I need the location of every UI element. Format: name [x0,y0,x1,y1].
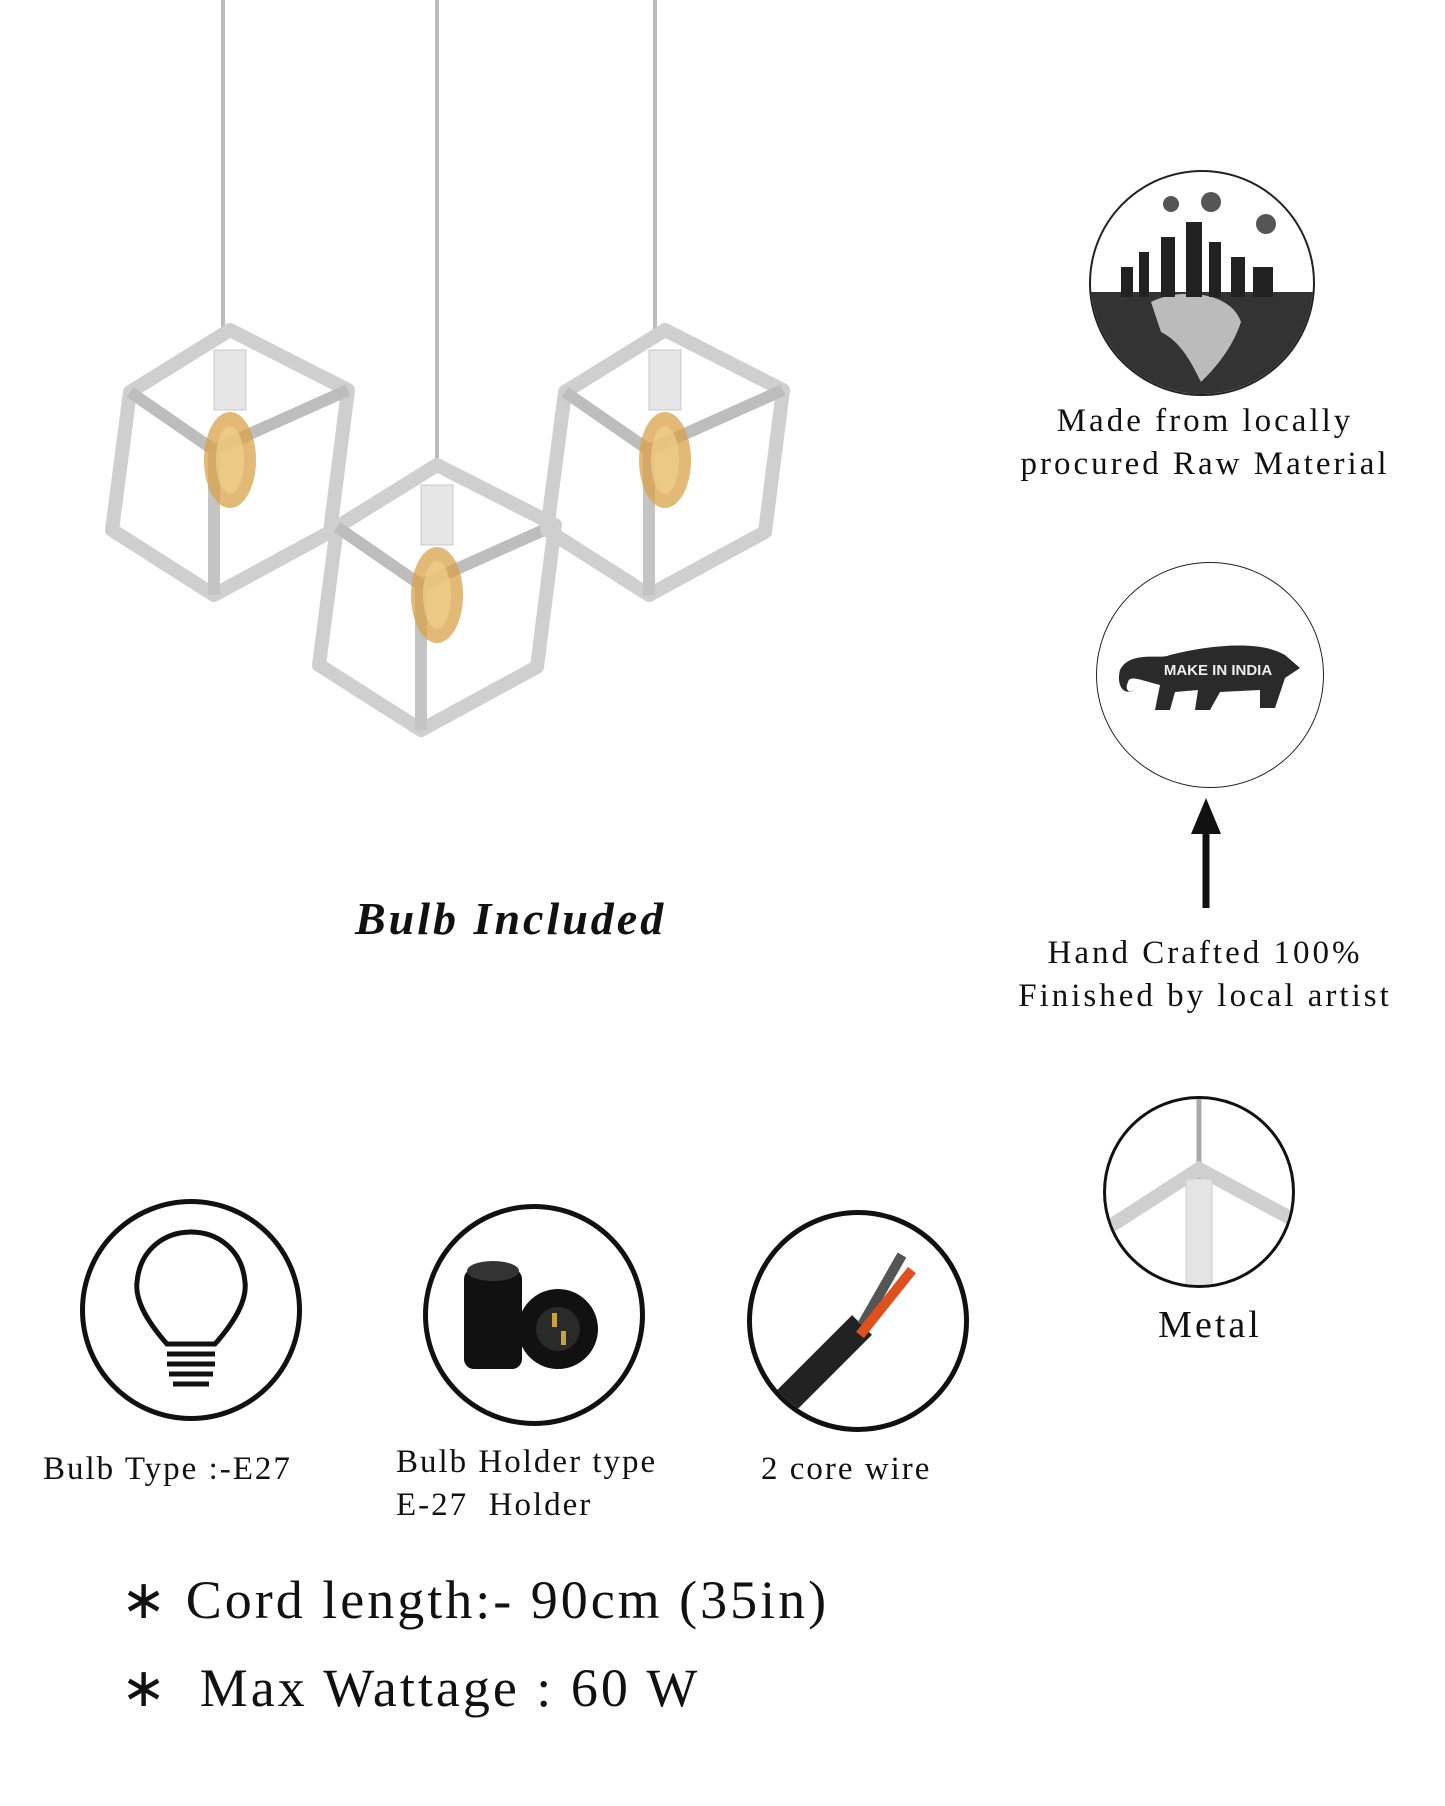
bulb-holder-icon [423,1204,645,1426]
bulb-holder-line-1: Bulb Holder type [396,1444,658,1480]
bulb-type-label: Bulb Type :-E27 [43,1451,292,1487]
cord-length-text: Cord length:- 90cm (35in) [185,1570,830,1630]
hand-crafted-line-2: Finished by local artist [1018,978,1392,1014]
lamp-right [547,330,783,595]
bulb-included-label: Bulb Included [355,893,667,944]
two-core-wire-icon [747,1210,969,1432]
cord-length-spec: ∗ Cord length:- 90cm (35in) [121,1568,829,1631]
bullet-icon: ∗ [121,1658,170,1718]
metal-caption: Metal [1158,1304,1262,1346]
globe-city-icon [1089,170,1315,396]
make-in-india-text: MAKE IN INDIA [1164,662,1273,679]
raw-material-line-2: procured Raw Material [1020,446,1390,482]
metal-frame-icon [1103,1096,1295,1288]
bullet-icon: ∗ [121,1570,170,1630]
make-in-india-logo: MAKE IN INDIA [1096,562,1324,788]
raw-material-line-1: Made from locally [1056,403,1354,439]
wire-label: 2 core wire [761,1451,932,1487]
hand-crafted-caption: Hand Crafted 100% Finished by local arti… [975,932,1435,1018]
arrow-up-icon [1191,798,1221,908]
raw-material-caption: Made from locally procured Raw Material [975,400,1435,486]
bulb-holder-label: Bulb Holder type E-27 Holder [396,1441,657,1527]
max-wattage-spec: ∗ Max Wattage : 60 W [121,1656,700,1719]
pendant-lamps-image [0,0,820,760]
lamp-left [112,330,348,595]
hand-crafted-line-1: Hand Crafted 100% [1047,935,1363,971]
bulb-holder-line-2: E-27 Holder [396,1487,593,1523]
max-wattage-text: Max Wattage : 60 W [199,1658,701,1718]
lamp-center [319,465,555,730]
bulb-type-icon [80,1199,302,1421]
